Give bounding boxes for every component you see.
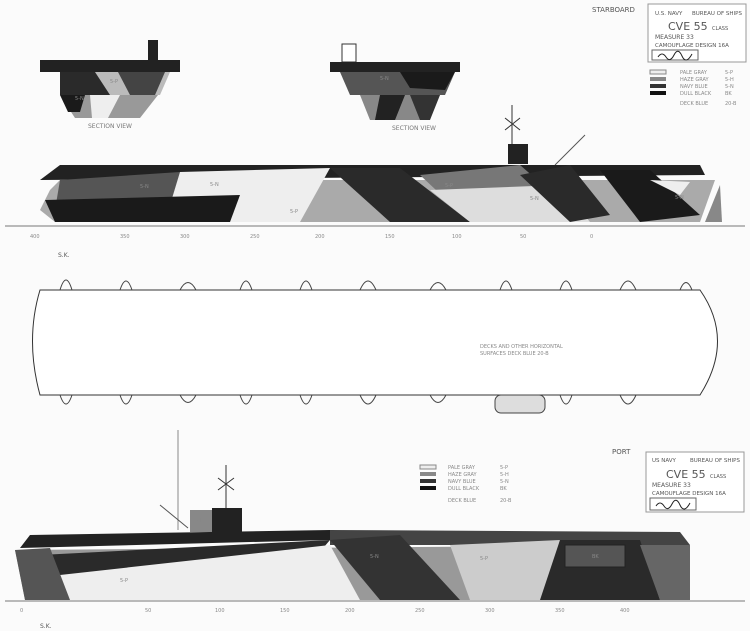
tick-label: 300 (180, 234, 190, 240)
deck-note: DECKS AND OTHER HORIZONTAL (480, 344, 563, 350)
camo-label: 5-P (480, 556, 488, 562)
agency-text: U.S. NAVY (655, 11, 683, 17)
class-suffix: CLASS (710, 474, 726, 480)
legend-code: 5-H (500, 472, 509, 478)
hangar-opening (564, 544, 626, 568)
plan-view: DECKS AND OTHER HORIZONTAL SURFACES DECK… (32, 279, 718, 414)
camo-label: 5-P (120, 578, 128, 584)
starboard-label: STARBOARD (592, 6, 635, 14)
design-text: CAMOUFLAGE DESIGN 16A (655, 43, 729, 49)
legend-name: DECK BLUE (680, 101, 708, 107)
scale-mark: S.K. (40, 623, 52, 630)
title-block-starboard: U.S. NAVY BUREAU OF SHIPS CVE 55 CLASS M… (647, 3, 747, 63)
deck-note: SURFACES DECK BLUE 20-B (480, 351, 549, 357)
section-caption: SECTION VIEW (392, 125, 436, 132)
camo-label: 5-N (380, 76, 389, 82)
scale-bottom: 0 50 100 150 200 250 300 350 400 S.K. (20, 608, 630, 630)
legend-name: NAVY BLUE (680, 84, 708, 90)
camo-label: 5-N (75, 96, 84, 102)
legend-name: DULL BLACK (680, 91, 712, 97)
tick-label: 0 (590, 234, 593, 240)
camo-label: 5-N (675, 195, 684, 201)
camo-label: 5-P (110, 79, 118, 85)
tick-label: 100 (215, 608, 225, 614)
ship-class-text: CVE 55 (666, 468, 706, 481)
legend-name: HAZE GRAY (680, 77, 710, 83)
tick-label: 150 (385, 234, 395, 240)
tick-label: 150 (280, 608, 290, 614)
legend-code: 5-N (500, 479, 509, 485)
camo-label: 5-N (370, 554, 379, 560)
tick-label: 0 (20, 608, 23, 614)
section-caption: SECTION VIEW (88, 123, 132, 130)
signature (657, 50, 693, 61)
starboard-profile: 5-N 5-N 5-P 5-P 5-N 5-N (5, 105, 745, 227)
port-profile: 5-P 5-P 5-N 5-P BK (5, 430, 745, 602)
tick-label: 200 (315, 234, 325, 240)
tick-label: 400 (620, 608, 630, 614)
measure-text: MEASURE 33 (652, 482, 691, 489)
tick-label: 400 (30, 234, 40, 240)
scale-mark: S.K. (58, 252, 70, 259)
legend-name: PALE GRAY (680, 70, 708, 76)
agency-text: US NAVY (652, 458, 677, 464)
legend-code: 5-P (500, 465, 508, 471)
section-view-right: 5-N SECTION VIEW (330, 43, 460, 132)
tick-label: 200 (345, 608, 355, 614)
camo-label: 5-P (290, 209, 298, 215)
legend-code: 20-B (725, 101, 737, 107)
tick-label: 50 (520, 234, 526, 240)
design-text: CAMOUFLAGE DESIGN 16A (652, 491, 726, 497)
camo-label: 5-N (140, 184, 149, 190)
legend-name: HAZE GRAY (448, 472, 478, 478)
legend-name: DECK BLUE (448, 498, 476, 504)
section-view-left: 5-P 5-N SECTION VIEW (40, 40, 180, 130)
measure-text: MEASURE 33 (655, 34, 694, 41)
camo-label: 5-P (445, 183, 453, 189)
tick-label: 250 (250, 234, 260, 240)
legend-code: 5-N (725, 84, 734, 90)
camo-label: 5-N (530, 196, 539, 202)
port-label: PORT (612, 448, 631, 456)
camo-label: 5-N (210, 182, 219, 188)
tick-label: 100 (452, 234, 462, 240)
signature-box (651, 49, 699, 61)
legend-name: NAVY BLUE (448, 479, 476, 485)
tick-label: 300 (485, 608, 495, 614)
legend-name: PALE GRAY (448, 465, 476, 471)
legend-code: BK (500, 486, 507, 492)
legend-port: PALE GRAY HAZE GRAY NAVY BLUE DULL BLACK… (419, 464, 512, 504)
legend-code: BK (725, 91, 732, 97)
tick-label: 250 (415, 608, 425, 614)
legend-code: 5-H (725, 77, 734, 83)
signature (655, 499, 691, 510)
tick-label: 350 (555, 608, 565, 614)
legend-code: 20-B (500, 498, 512, 504)
class-suffix: CLASS (712, 26, 728, 32)
bureau-text: BUREAU OF SHIPS (692, 11, 742, 17)
camo-label: BK (592, 554, 599, 560)
title-block-port: US NAVY BUREAU OF SHIPS CVE 55 CLASS MEA… (645, 451, 745, 513)
legend-code: 5-P (725, 70, 733, 76)
signature-box (649, 497, 697, 511)
bureau-text: BUREAU OF SHIPS (690, 458, 740, 464)
ship-class-text: CVE 55 (668, 20, 708, 33)
legend-name: DULL BLACK (448, 486, 480, 492)
legend-starboard: PALE GRAY HAZE GRAY NAVY BLUE DULL BLACK… (649, 69, 737, 107)
camo-label: 5-P (195, 518, 203, 524)
scale-top: 400 350 300 250 200 150 100 50 0 S.K. (30, 234, 593, 259)
tick-label: 50 (145, 608, 151, 614)
tick-label: 350 (120, 234, 130, 240)
